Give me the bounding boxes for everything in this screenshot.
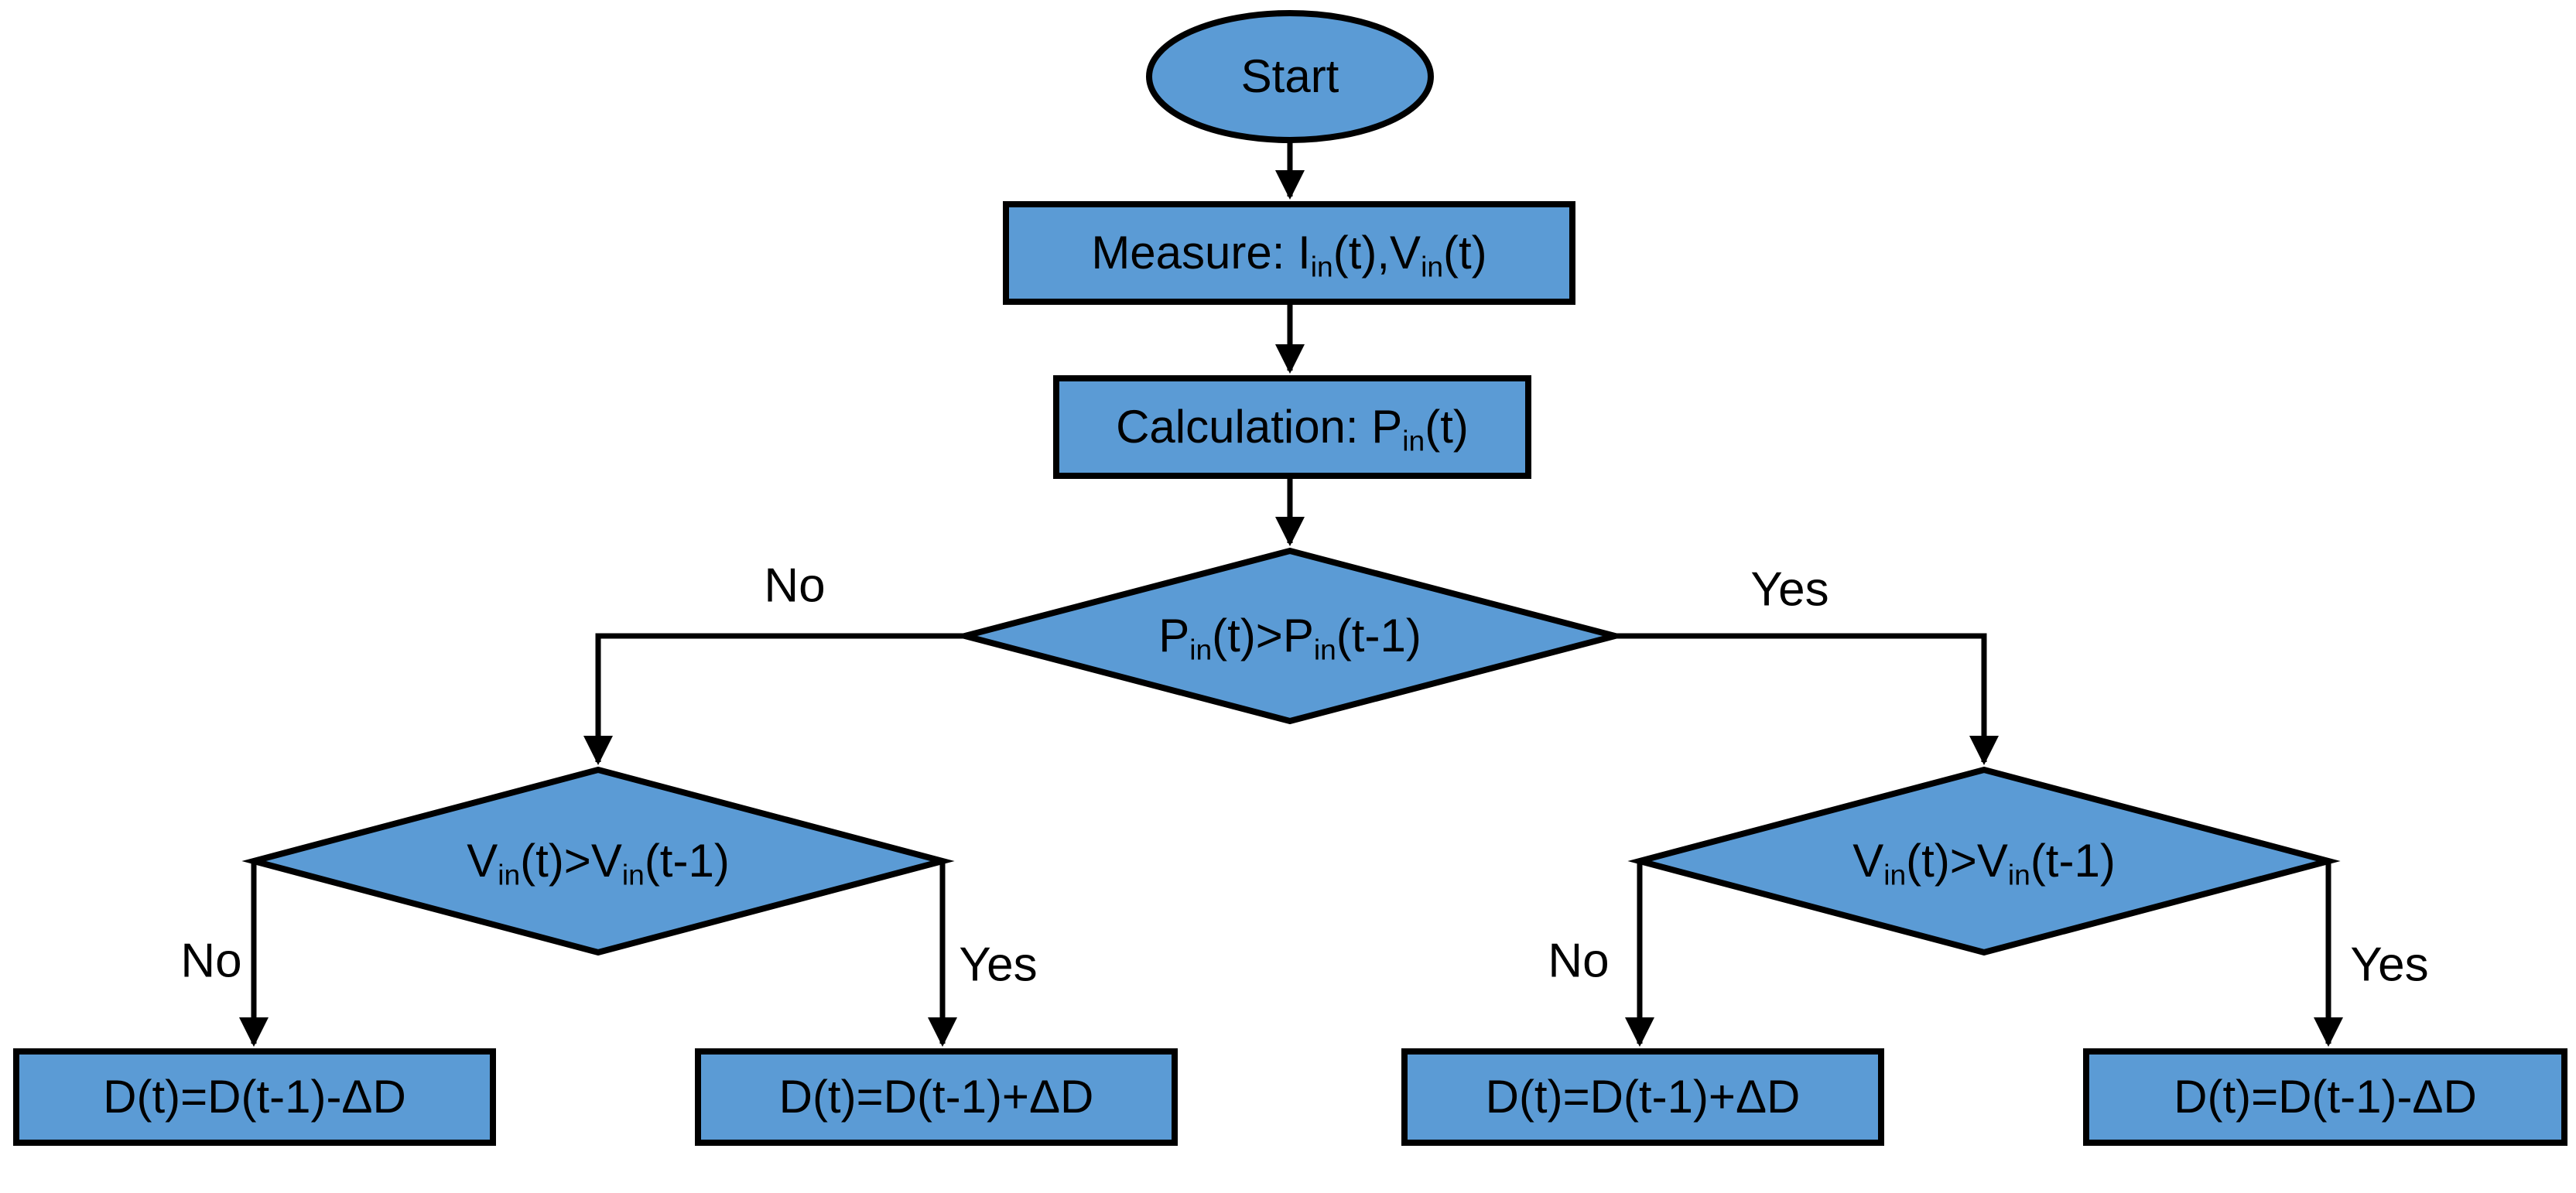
edge-power-no-to-left-decision bbox=[583, 633, 965, 765]
start-node-label: Start bbox=[1240, 50, 1339, 102]
left-voltage-decision-diamond-shape bbox=[241, 766, 955, 956]
left-voltage-decision-label: Vin(t)>Vin(t-1) bbox=[467, 835, 730, 891]
action-left-yes-shape bbox=[695, 1048, 1178, 1146]
right-voltage-decision-diamond-shape bbox=[1627, 766, 2341, 956]
action-right-yes-shape bbox=[2083, 1048, 2567, 1146]
power-decision-diamond-shape bbox=[953, 547, 1627, 725]
action-right-yes-label: D(t)=D(t-1)-ΔD bbox=[2174, 1071, 2477, 1123]
branch-label-left-yes: Yes bbox=[959, 938, 1038, 992]
edge-power-yes-to-right-decision bbox=[1615, 633, 1999, 765]
power-decision-label: Pin(t)>Pin(t-1) bbox=[1158, 610, 1421, 666]
action-left-yes-label: D(t)=D(t-1)+ΔD bbox=[778, 1071, 1094, 1123]
branch-label-right-yes: Yes bbox=[2350, 938, 2429, 992]
branch-label-top-no: No bbox=[764, 559, 826, 613]
measure-node-label: Measure: Iin(t),Vin(t) bbox=[1091, 227, 1487, 283]
action-right-no-label: D(t)=D(t-1)+ΔD bbox=[1485, 1071, 1801, 1123]
calculation-node-label: Calculation: Pin(t) bbox=[1116, 401, 1469, 457]
calculation-node-shape bbox=[1053, 375, 1531, 479]
measure-node-shape bbox=[1003, 201, 1575, 305]
start-node-shape bbox=[1146, 10, 1434, 143]
branch-label-left-no: No bbox=[180, 934, 242, 988]
action-right-no-shape bbox=[1401, 1048, 1884, 1146]
action-left-no-label: D(t)=D(t-1)-ΔD bbox=[103, 1071, 406, 1123]
action-left-no-shape bbox=[13, 1048, 496, 1146]
right-voltage-decision-label: Vin(t)>Vin(t-1) bbox=[1852, 835, 2116, 891]
branch-label-top-yes: Yes bbox=[1750, 562, 1829, 617]
branch-label-right-no: No bbox=[1548, 934, 1610, 988]
